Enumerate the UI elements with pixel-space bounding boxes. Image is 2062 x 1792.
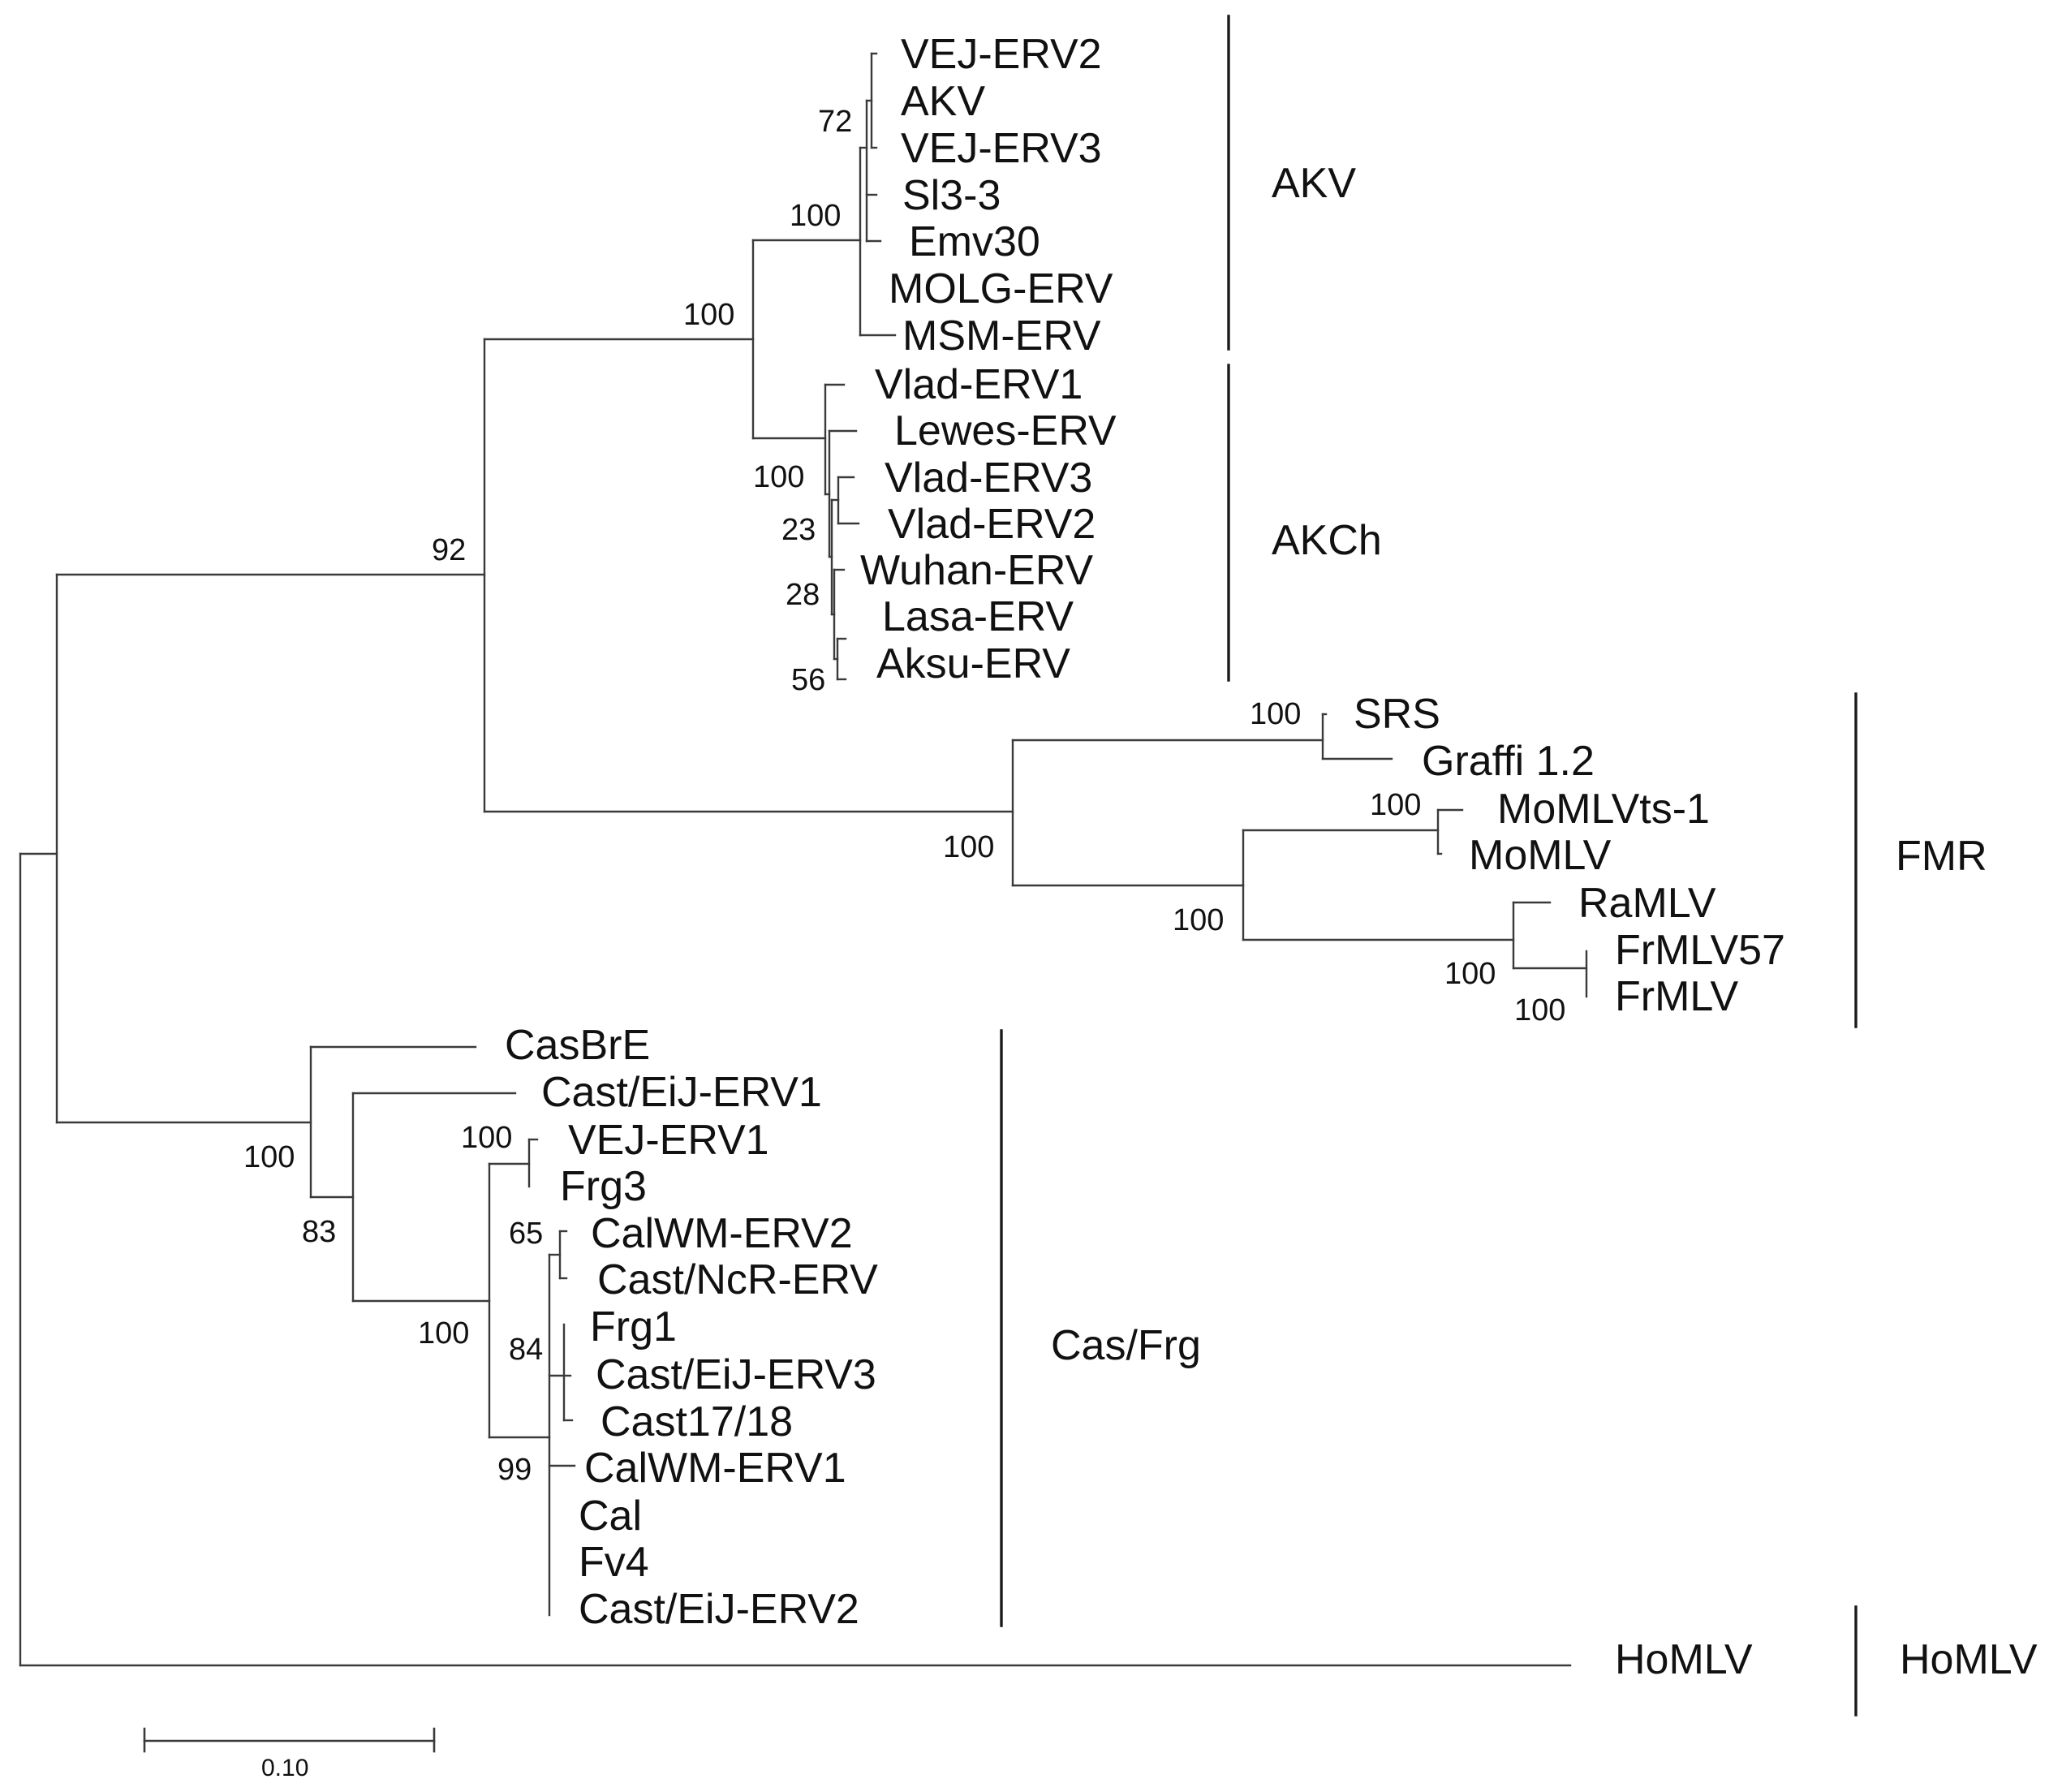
clade-labels: AKV AKCh FMR Cas/Frg HoMLV xyxy=(1051,160,2038,1683)
leaf-label: Cal xyxy=(579,1493,642,1540)
leaf-label: Frg1 xyxy=(590,1303,677,1350)
leaf-label: MoMLVts-1 xyxy=(1497,786,1710,833)
leaf-label: AKV xyxy=(901,78,985,125)
bootstrap-value: 100 xyxy=(418,1316,469,1350)
clade-label-homlv: HoMLV xyxy=(1900,1636,2038,1683)
leaf-label: Sl3-3 xyxy=(902,172,1001,219)
bootstrap-value: 56 xyxy=(791,663,825,697)
leaf-label: Vlad-ERV1 xyxy=(875,361,1083,408)
leaf-label: Cast/EiJ-ERV3 xyxy=(596,1351,876,1398)
bootstrap-value: 65 xyxy=(509,1217,543,1251)
bootstrap-values: 72 100 100 100 23 28 56 92 100 100 100 1… xyxy=(243,105,1565,1487)
leaf-label: Emv30 xyxy=(909,218,1040,265)
tree-branches xyxy=(19,52,1588,1667)
clade-label-akch: AKCh xyxy=(1272,517,1382,564)
bootstrap-value: 99 xyxy=(497,1453,532,1487)
leaf-label: Lewes-ERV xyxy=(894,407,1117,454)
leaf-label: VEJ-ERV3 xyxy=(901,125,1102,172)
leaf-label: Vlad-ERV2 xyxy=(888,501,1096,548)
bootstrap-value: 100 xyxy=(1514,993,1565,1027)
clade-label-casfrg: Cas/Frg xyxy=(1051,1322,1201,1369)
bootstrap-value: 72 xyxy=(818,105,852,139)
leaf-labels: VEJ-ERV2 AKV VEJ-ERV3 Sl3-3 Emv30 MOLG-E… xyxy=(505,31,1785,1683)
clade-label-akv: AKV xyxy=(1272,160,1356,207)
leaf-label: Wuhan-ERV xyxy=(860,547,1093,594)
leaf-label: FrMLV57 xyxy=(1615,927,1785,974)
bootstrap-value: 100 xyxy=(1173,903,1224,937)
leaf-label: Cast/EiJ-ERV2 xyxy=(579,1586,859,1633)
bootstrap-value: 92 xyxy=(432,533,466,567)
leaf-label: CalWM-ERV1 xyxy=(584,1445,846,1492)
leaf-label: CalWM-ERV2 xyxy=(591,1210,853,1257)
leaf-label: Cast17/18 xyxy=(601,1398,793,1445)
clade-bars xyxy=(1000,15,1858,1717)
bootstrap-value: 100 xyxy=(1370,788,1421,822)
leaf-label: Fv4 xyxy=(579,1539,649,1586)
leaf-label: MOLG-ERV xyxy=(889,265,1113,312)
bootstrap-value: 100 xyxy=(1250,697,1301,731)
bootstrap-value: 100 xyxy=(461,1121,512,1155)
leaf-label: Cast/EiJ-ERV1 xyxy=(541,1069,822,1116)
clade-label-fmr: FMR xyxy=(1896,833,1987,880)
leaf-label: Frg3 xyxy=(560,1163,647,1210)
leaf-label: Cast/NcR-ERV xyxy=(597,1256,878,1303)
leaf-label: SRS xyxy=(1354,691,1440,738)
leaf-label: VEJ-ERV1 xyxy=(568,1117,769,1164)
bootstrap-value: 100 xyxy=(683,298,734,332)
bootstrap-value: 100 xyxy=(753,460,804,494)
leaf-label: Lasa-ERV xyxy=(882,593,1074,640)
bootstrap-value: 83 xyxy=(302,1215,336,1249)
scale-bar-label: 0.10 xyxy=(261,1755,308,1781)
bootstrap-value: 100 xyxy=(790,199,841,233)
leaf-label: CasBrE xyxy=(505,1022,650,1069)
leaf-label: Aksu-ERV xyxy=(876,640,1070,687)
leaf-label: FrMLV xyxy=(1615,973,1738,1020)
leaf-label: VEJ-ERV2 xyxy=(901,31,1102,78)
leaf-label: Vlad-ERV3 xyxy=(885,454,1092,502)
leaf-label: HoMLV xyxy=(1615,1636,1753,1683)
bootstrap-value: 84 xyxy=(509,1333,543,1367)
leaf-label: RaMLV xyxy=(1578,880,1716,927)
bootstrap-value: 28 xyxy=(786,578,820,612)
leaf-label: Graffi 1.2 xyxy=(1422,738,1595,785)
bootstrap-value: 100 xyxy=(243,1140,295,1174)
bootstrap-value: 23 xyxy=(781,513,816,547)
leaf-label: MSM-ERV xyxy=(902,312,1101,360)
bootstrap-value: 100 xyxy=(1444,957,1496,991)
scale-bar: 0.10 xyxy=(143,1727,436,1781)
bootstrap-value: 100 xyxy=(943,830,994,864)
leaf-label: MoMLV xyxy=(1469,832,1612,879)
